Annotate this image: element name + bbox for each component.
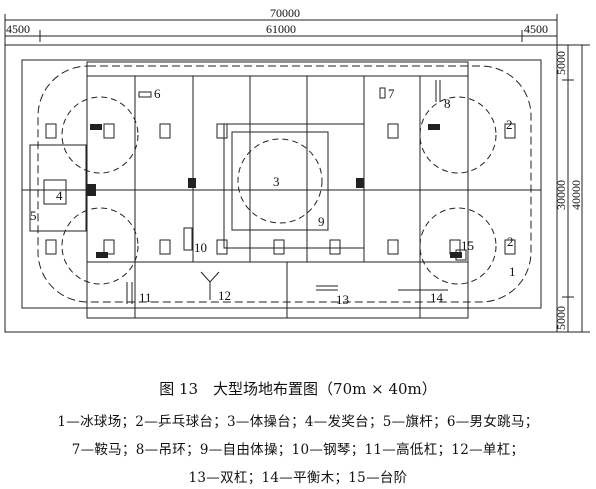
- stair-symbol: [450, 252, 462, 258]
- figure-caption: 图 13 大型场地布置图（70m × 40m）: [159, 380, 437, 398]
- site-layout-plan: 70000 4500 61000 4500 5000 30000 40000 5…: [4, 6, 590, 333]
- dim-right-total: 40000: [569, 180, 583, 210]
- ice-rink-outline: [37, 65, 532, 303]
- plan-label-flagpole: 5: [30, 208, 37, 223]
- plan-label-gym-platform: 3: [273, 174, 280, 189]
- inner-field: [21, 59, 542, 309]
- plan-label-piano: 10: [194, 240, 207, 255]
- stair-symbol: [86, 184, 96, 196]
- piano: [183, 227, 193, 251]
- plan-label-rings: 8: [444, 96, 451, 111]
- plan-label-balance-beam: 14: [430, 290, 444, 305]
- rink-circle: [419, 207, 497, 285]
- plan-label-parallel-bars: 13: [336, 292, 349, 307]
- plan-label-table-tennis: 2: [506, 117, 513, 132]
- horizontal-bar: [200, 271, 220, 283]
- dim-total-width: 70000: [270, 6, 300, 20]
- dim-right-bottom: 5000: [554, 306, 568, 330]
- plan-label-table-tennis: 2: [507, 234, 514, 249]
- legend-line-2: 7—鞍马；8—吊环；9—自由体操；10—钢琴；11—高低杠；12—单杠；: [71, 442, 525, 458]
- platform-circle: [237, 138, 323, 224]
- stair-symbol: [356, 178, 364, 188]
- plan-label-pommel-horse: 7: [388, 86, 395, 101]
- plan-label-uneven-bars: 11: [139, 290, 152, 305]
- plan-label-vault: 6: [154, 86, 161, 101]
- legend-line-1: 1—冰球场；2—乒乓球台；3—体操台；4—发奖台；5—旗杆；6—男女跳马；: [57, 414, 539, 430]
- plan-label-ice-rink: 1: [509, 264, 516, 279]
- plan-label-steps: 15: [461, 238, 474, 253]
- rink-circle: [61, 207, 139, 285]
- dim-right-top: 5000: [554, 51, 568, 75]
- south-zone-right: [286, 261, 469, 319]
- award-podium: [43, 179, 67, 205]
- gymnastics-platform: [231, 131, 329, 231]
- stair-symbol: [428, 124, 440, 130]
- rink-circle: [61, 96, 139, 174]
- plan-label-floor-exercise: 9: [318, 214, 325, 229]
- stair-symbol: [96, 252, 108, 258]
- plan-label-horizontal-bar: 12: [218, 288, 231, 303]
- stair-symbol: [188, 178, 196, 188]
- south-zone: [86, 261, 288, 319]
- floor-exercise-area: [223, 123, 365, 249]
- dim-right-mid: 30000: [554, 180, 568, 210]
- rink-circle: [419, 96, 497, 174]
- plan-label-award-stage: 4: [56, 188, 63, 203]
- stair-symbol: [90, 124, 102, 130]
- vault-horse: [138, 91, 152, 98]
- site-boundary: [4, 44, 558, 333]
- dim-right-margin: 4500: [524, 22, 548, 36]
- legend-line-3: 13—双杠；14—平衡木；15—台阶: [188, 470, 408, 486]
- dim-left-margin: 4500: [6, 22, 30, 36]
- table-tennis-tables: [45, 123, 516, 255]
- dim-inner-width: 61000: [266, 22, 296, 36]
- pommel-horse: [379, 87, 386, 99]
